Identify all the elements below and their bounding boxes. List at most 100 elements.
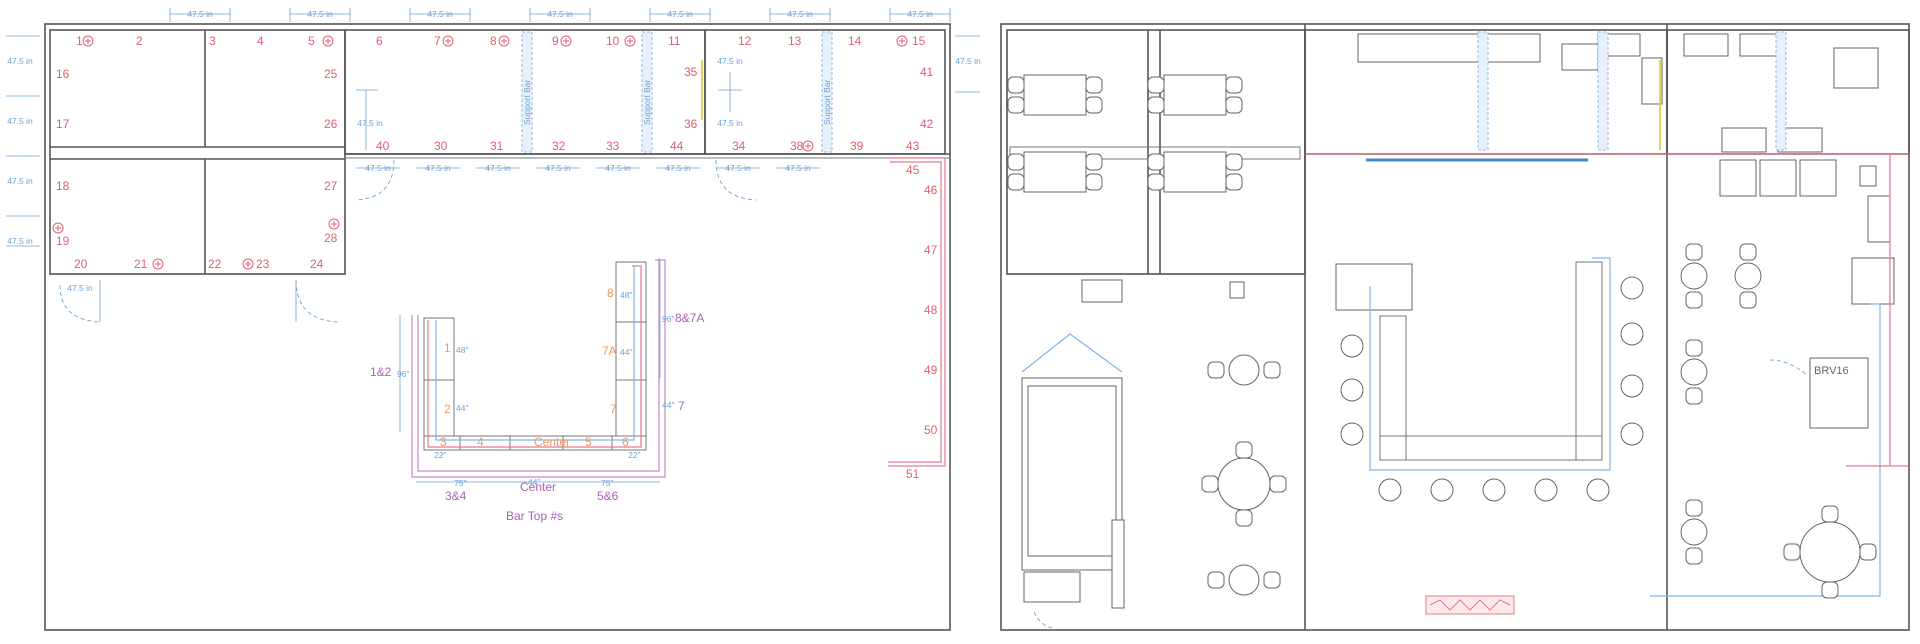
bar-front [423, 435, 647, 451]
door-swing-4 [715, 159, 757, 201]
position-number-4: 4 [257, 34, 264, 48]
right-plan: BRV16 [1000, 23, 1910, 631]
chair-30 [1685, 339, 1703, 357]
bar-group-0: 1&2 [370, 365, 392, 379]
chair-9 [1147, 96, 1165, 114]
mid-dim-label-1: 47.5 in [425, 163, 451, 173]
mid-right-dim-label-2: 47.5 in [717, 118, 743, 128]
counter-1 [1357, 33, 1541, 63]
right-blue-pipe [1650, 303, 1881, 597]
chair-26 [1783, 543, 1801, 561]
chair-13 [1147, 173, 1165, 191]
chair-10 [1225, 76, 1243, 94]
position-number-24: 24 [310, 257, 324, 271]
position-number-23: 23 [256, 257, 270, 271]
chair-16 [1207, 361, 1225, 379]
fan-marker-cross-11 [805, 143, 811, 149]
support-bar-label-1: Support Bar [522, 79, 532, 125]
chair-20 [1235, 441, 1253, 459]
bar-measure-7: 22" [628, 450, 640, 460]
position-number-38: 38 [790, 139, 804, 153]
high-table-2 [1680, 518, 1708, 546]
chair-14 [1225, 153, 1243, 171]
position-number-8: 8 [490, 34, 497, 48]
bar-stool-1 [1340, 378, 1364, 402]
fan-marker-cross-9 [155, 261, 161, 267]
top-dim-label-6: 47.5 in [907, 9, 933, 19]
top-dim-label-3: 47.5 in [547, 9, 573, 19]
small-table-0 [1228, 354, 1260, 386]
chair-35 [1739, 291, 1757, 309]
right-support-bar-2 [1597, 31, 1609, 151]
right-support-bar-1 [1477, 31, 1489, 151]
position-number-20: 20 [74, 257, 88, 271]
mid-dim-label-6: 47.5 in [725, 163, 751, 173]
mid-right-dim-label-1: 47.5 in [717, 56, 743, 66]
bar-segment-3: 4 [477, 435, 484, 449]
fan-marker-cross-8 [331, 221, 337, 227]
fan-marker-cross-1 [325, 38, 331, 44]
dining-table-2 [1163, 74, 1227, 116]
support-bar-1 [521, 31, 533, 153]
position-number-6: 6 [376, 34, 383, 48]
door-swing-3 [355, 159, 395, 201]
right-support-bar-3 [1775, 31, 1787, 151]
position-number-11: 11 [668, 34, 681, 48]
position-number-31: 31 [490, 139, 504, 153]
chair-22 [1201, 475, 1219, 493]
bar-stool-10 [1534, 478, 1558, 502]
chair-21 [1235, 509, 1253, 527]
chair-8 [1147, 76, 1165, 94]
left-outer-wall [44, 23, 951, 631]
right-dim-label: 47.5 in [955, 56, 981, 66]
high-table-3 [1734, 262, 1762, 290]
position-number-48: 48 [924, 303, 938, 317]
bar-stool-5 [1620, 374, 1644, 398]
bar-stool-2 [1340, 422, 1364, 446]
position-number-36: 36 [684, 117, 698, 131]
bottom-pink-feature [1425, 595, 1515, 615]
bar-stool-8 [1430, 478, 1454, 502]
top-dim-label-5: 47.5 in [787, 9, 813, 19]
bar-measure-3: 22" [434, 450, 446, 460]
door-swing-1 [59, 284, 101, 323]
bar-stool-0 [1340, 334, 1364, 358]
position-number-49: 49 [924, 363, 938, 377]
position-number-21: 21 [134, 257, 148, 271]
fan-marker-7 [52, 222, 64, 234]
chair-23 [1269, 475, 1287, 493]
fan-marker-3 [498, 35, 510, 47]
chair-27 [1859, 543, 1877, 561]
bar-group-2: Center [520, 480, 556, 494]
counter-18 [1859, 165, 1877, 187]
left-dimensions: 47.5 in 47.5 in 47.5 in 47.5 in 47.5 in 47.5 … [6, 35, 981, 293]
round-table-large-2 [1799, 521, 1861, 583]
right-bar-leg-left [1379, 315, 1407, 461]
counter-10 [1719, 159, 1757, 197]
dining-table-1 [1023, 151, 1087, 193]
position-number-39: 39 [850, 139, 864, 153]
position-number-19: 19 [56, 234, 70, 248]
counter-12 [1799, 159, 1837, 197]
bar-segment-7: 7 [610, 402, 617, 416]
counter-11 [1759, 159, 1797, 197]
equipment-rack-inner [1027, 385, 1117, 557]
bar-top-title: Bar Top #s [506, 509, 563, 523]
bar-measure-2: 96" [397, 369, 409, 379]
fan-marker-5 [624, 35, 636, 47]
chair-24 [1821, 505, 1839, 523]
fan-marker-8 [328, 218, 340, 230]
position-number-17: 17 [56, 117, 70, 131]
bar-measure-11: 96" [662, 314, 674, 324]
fan-marker-6 [896, 35, 908, 47]
chair-3 [1085, 96, 1103, 114]
mid-dim-label-0: 47.5 in [365, 163, 391, 173]
bar-segment-8: 7A [602, 344, 617, 358]
fan-marker-0 [82, 35, 94, 47]
position-number-12: 12 [738, 34, 752, 48]
position-number-47: 47 [924, 243, 938, 257]
position-number-41: 41 [920, 65, 934, 79]
